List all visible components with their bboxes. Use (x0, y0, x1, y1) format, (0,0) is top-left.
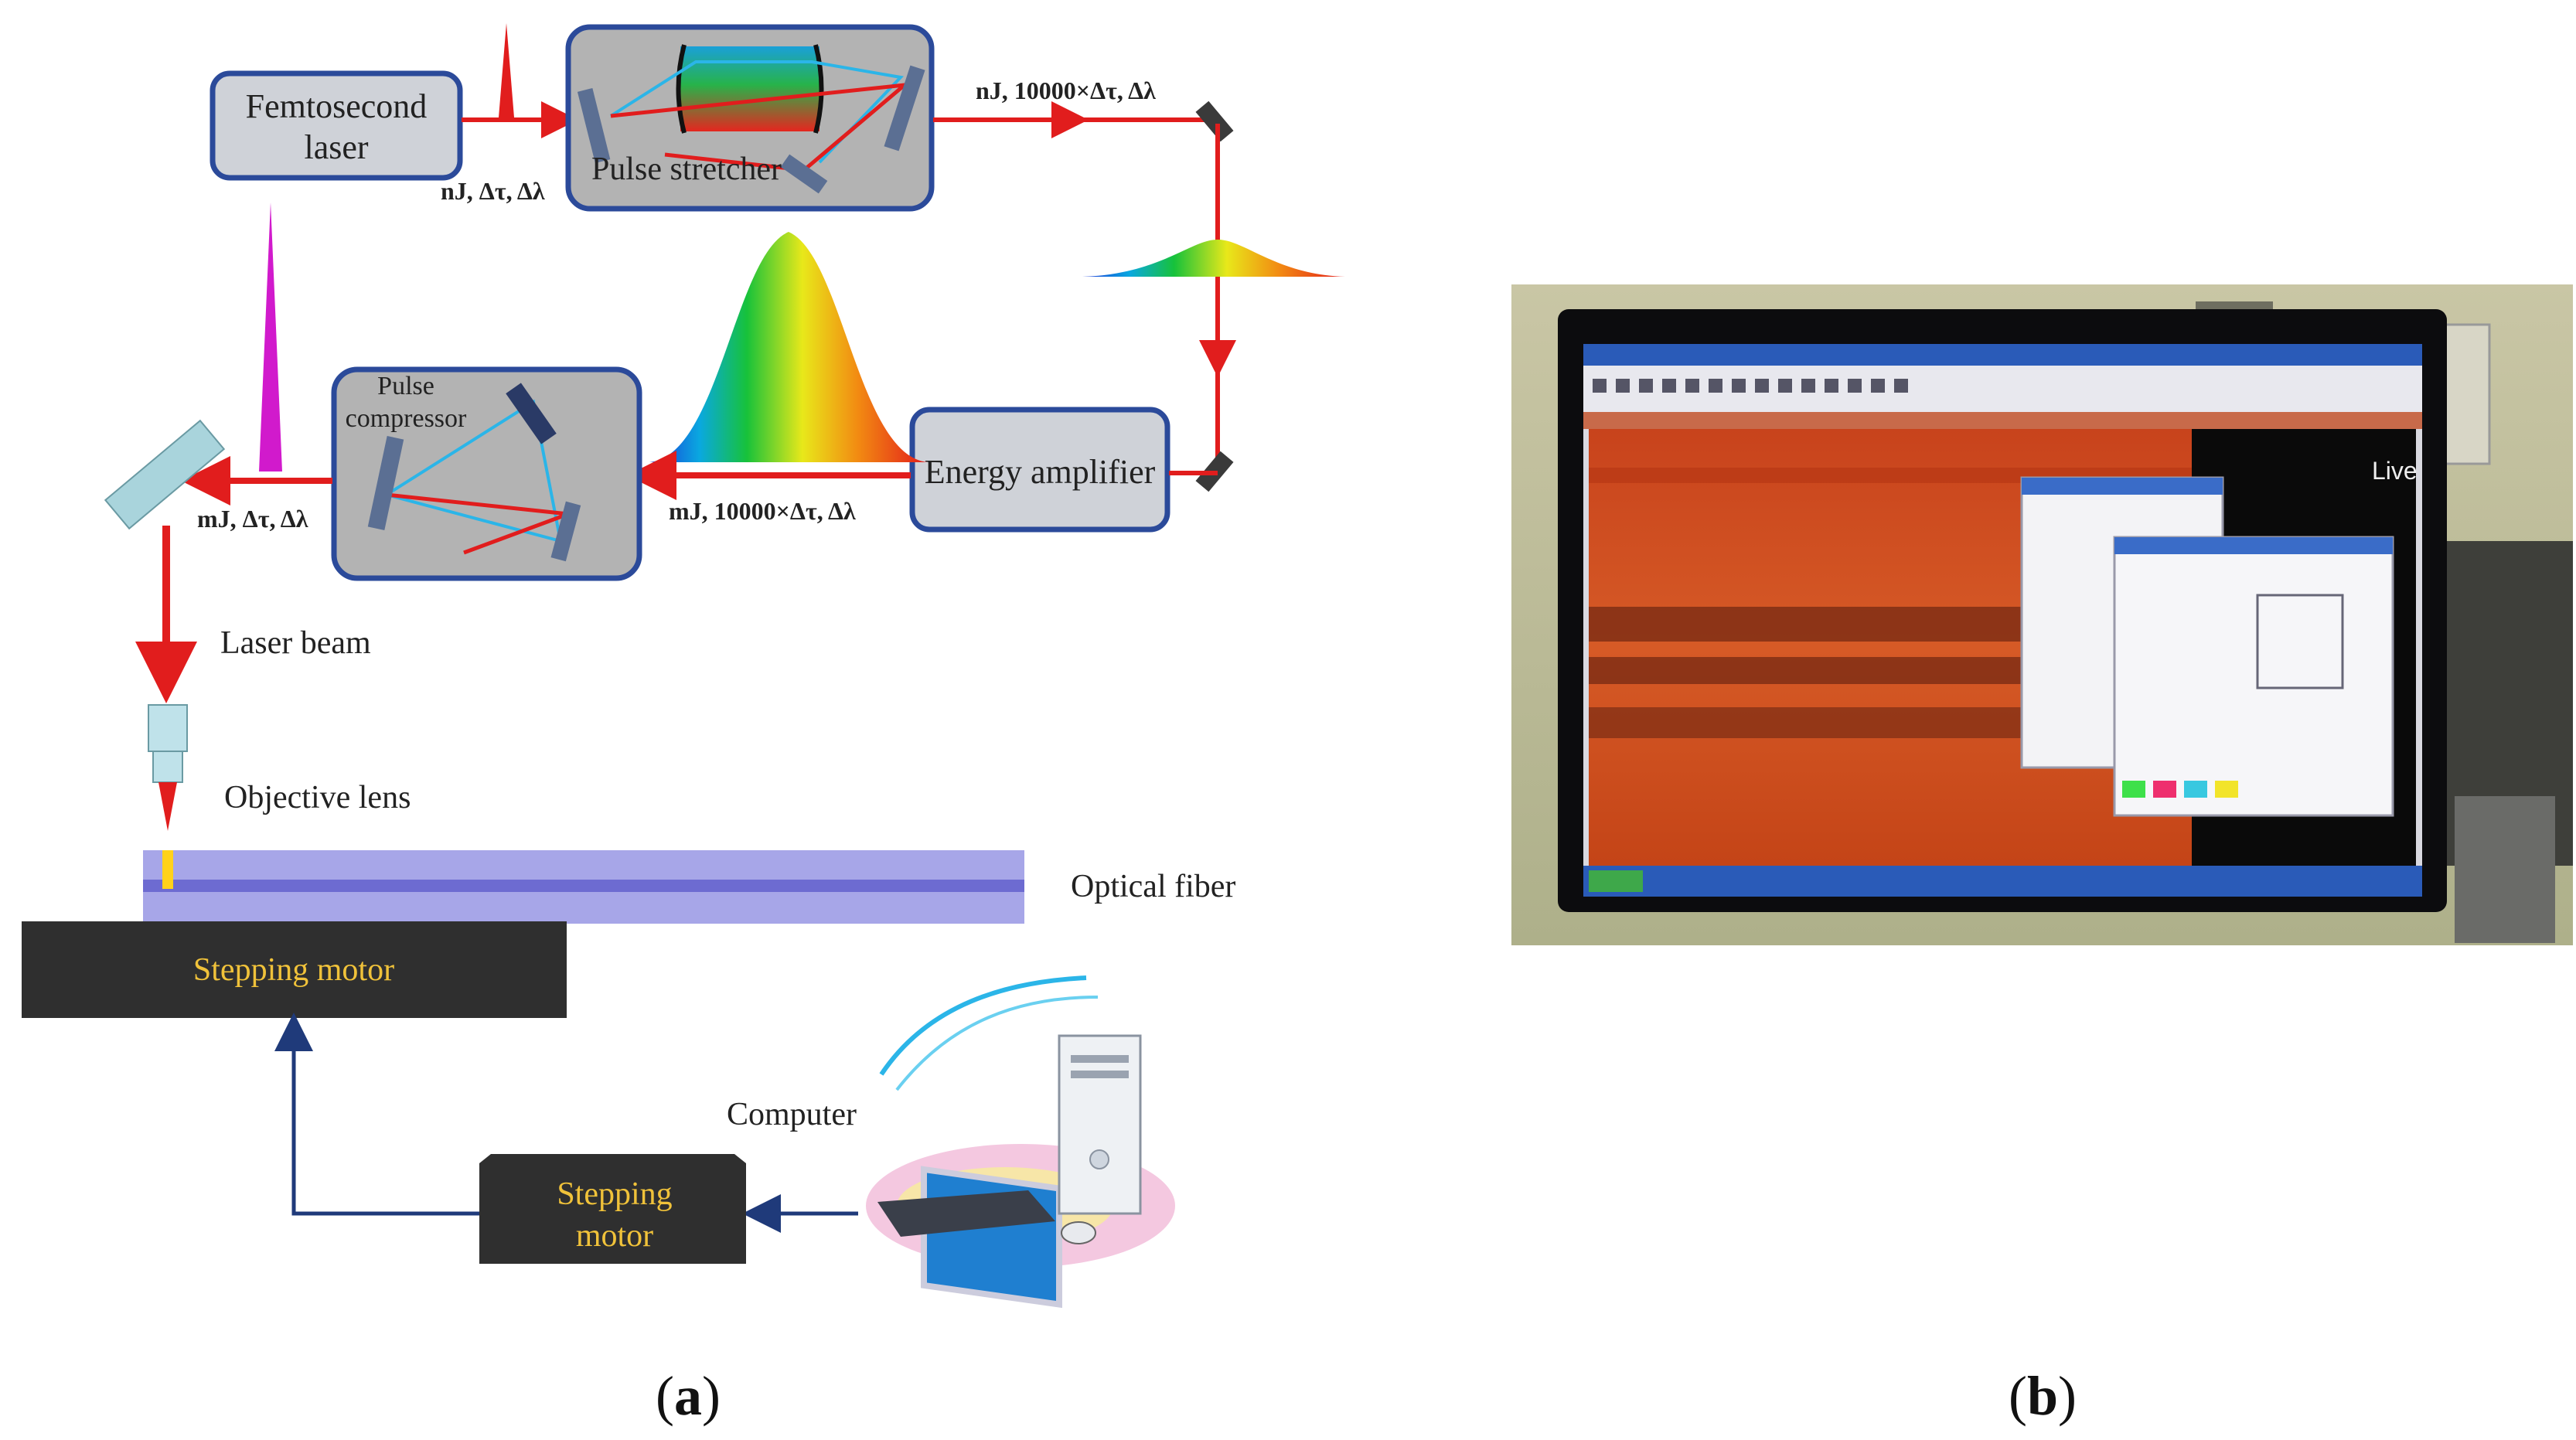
computer-label: Computer (727, 1097, 857, 1132)
pulse-compressor-box: Pulse compressor (331, 366, 642, 581)
stepping-motor-controller-label-line1: Stepping (557, 1176, 672, 1212)
turning-mirror (104, 419, 226, 530)
param-amplified-label: mJ, 10000×Δτ, Δλ (669, 497, 856, 525)
femtosecond-laser-label-line2: laser (304, 128, 368, 166)
stepping-motor-controller: Stepping motor (479, 1154, 746, 1264)
femtosecond-laser-box: Femtosecond laser (210, 70, 463, 181)
input-pulse-spike (499, 23, 514, 117)
live-label: Live (2372, 457, 2418, 485)
objective-lens (148, 704, 188, 831)
param-output-label: mJ, Δτ, Δλ (197, 505, 308, 533)
dialog-window-2 (2113, 536, 2394, 817)
stepping-motor-stage: Stepping motor (22, 921, 567, 1018)
objective-lens-label: Objective lens (224, 780, 411, 815)
panel-b-photo: Live (1511, 284, 2573, 945)
pulse-stretcher-box: Pulse stretcher (565, 24, 935, 212)
femtosecond-laser-label-line1: Femtosecond (246, 87, 428, 125)
stretcher-grating-medium (680, 46, 819, 131)
optical-fiber (143, 850, 1024, 924)
param-stretched-label: nJ, 10000×Δτ, Δλ (976, 77, 1156, 104)
output-pulse-spike (259, 203, 282, 471)
pulse-compressor-label-line1: Pulse (377, 372, 434, 400)
caption-b: (b) (2009, 1365, 2077, 1427)
fold-mirror-1 (1195, 100, 1234, 142)
controller-to-stage-arrow (274, 1013, 479, 1216)
panel-a: Femtosecond laser nJ, Δτ, Δλ Pulse stret… (22, 23, 1345, 1309)
param-input-label: nJ, Δτ, Δλ (441, 177, 545, 205)
pulse-stretcher-label: Pulse stretcher (591, 151, 782, 187)
energy-amplifier-label: Energy amplifier (925, 453, 1156, 491)
optical-fiber-label: Optical fiber (1071, 869, 1235, 904)
taskbar (1583, 866, 2422, 897)
stepping-motor-stage-label: Stepping motor (193, 952, 394, 988)
pulse-compressor-label-line2: compressor (346, 404, 467, 433)
computer-illustration (866, 975, 1175, 1309)
stretched-spectrum-gaussian (1082, 240, 1345, 277)
amplified-spectrum-gaussian (649, 232, 928, 462)
stepping-motor-controller-label-line2: motor (576, 1218, 653, 1254)
laser-beam-label: Laser beam (220, 625, 371, 661)
energy-amplifier-box: Energy amplifier (909, 407, 1170, 533)
caption-a: (a) (656, 1365, 721, 1427)
